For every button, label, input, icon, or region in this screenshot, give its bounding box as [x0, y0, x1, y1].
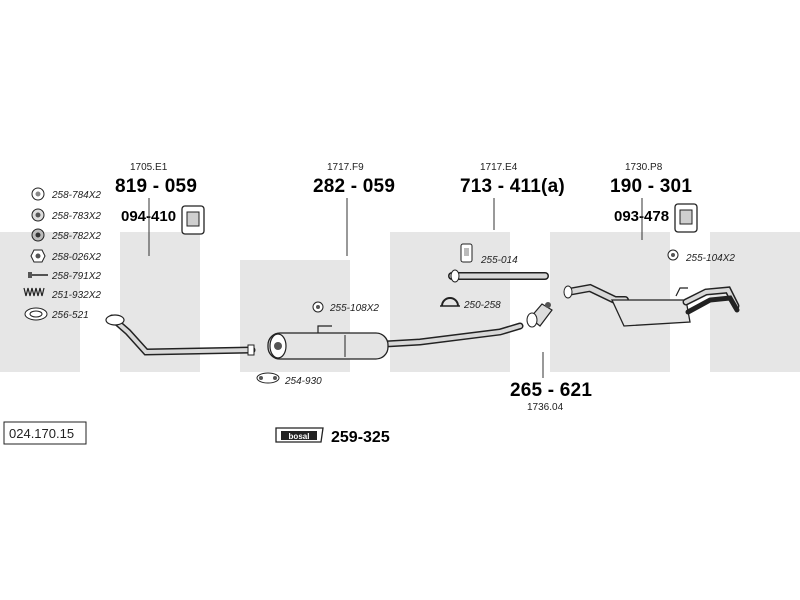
pipe-clamp-icon: [440, 297, 460, 307]
accessory-label[interactable]: 255-014: [480, 255, 518, 266]
assembly-kit-number[interactable]: 259-325: [331, 429, 390, 446]
catalog-number[interactable]: 024.170.15: [9, 426, 74, 441]
accessory-label[interactable]: 254-930: [284, 376, 322, 387]
assembly-1-ref: 1705.E1: [130, 162, 168, 173]
nut-ring-icon: [31, 187, 45, 201]
clamp-bracket-icon: [460, 243, 473, 263]
assembly-2-part-number[interactable]: 282 - 059: [313, 176, 395, 197]
assembly-5-ref: 1736.04: [527, 402, 564, 413]
flange-icon: [105, 314, 125, 326]
accessory-label[interactable]: 256-521: [51, 310, 89, 321]
accessory-label[interactable]: 258-782X2: [51, 231, 101, 242]
accessory-column: 258-784X2 258-783X2 258-782X2 258-026X2 …: [23, 187, 101, 321]
intermediate-pipe[interactable]: [448, 269, 549, 283]
assembly-kit-badge[interactable]: bosal: [275, 427, 324, 443]
bolt-icon: [28, 272, 48, 278]
assembly-3-ref: 1717.E4: [480, 162, 518, 173]
accessory-label[interactable]: 255-108X2: [329, 303, 379, 314]
gasket-icon: [256, 372, 280, 384]
rear-muffler[interactable]: [563, 283, 740, 327]
rubber-mount-icon: [181, 205, 205, 235]
spring-icon: [23, 287, 45, 297]
front-pipe[interactable]: [105, 314, 256, 356]
hanger-clamp-icon: [667, 249, 679, 261]
connector-pipe[interactable]: [526, 302, 553, 328]
hanger-clamp-icon: [312, 301, 324, 313]
gasket-ring-icon: [24, 307, 48, 321]
accessory-label[interactable]: 258-791X2: [51, 271, 101, 282]
accessory-label[interactable]: 258-026X2: [51, 252, 101, 263]
assembly-4-part-number[interactable]: 190 - 301: [610, 176, 692, 197]
hex-nut-icon: [30, 249, 46, 263]
nut-ring-icon: [31, 228, 45, 242]
accessory-label[interactable]: 258-784X2: [51, 190, 101, 201]
accessory-label[interactable]: 251-932X2: [51, 290, 101, 301]
brand-badge-text: bosal: [289, 432, 310, 441]
assembly-2-ref: 1717.F9: [327, 162, 364, 173]
assembly-1-part-number[interactable]: 819 - 059: [115, 176, 197, 197]
accessory-label[interactable]: 250-258: [463, 300, 501, 311]
accessory-label[interactable]: 255-104X2: [685, 253, 735, 264]
assembly-5-part-number[interactable]: 265 - 621: [510, 380, 592, 401]
catalog-number-box: [3, 421, 87, 445]
rubber-mount-icon: [674, 203, 698, 233]
center-muffler[interactable]: [267, 322, 524, 360]
assembly-4-ref: 1730.P8: [625, 162, 663, 173]
nut-ring-icon: [31, 208, 45, 222]
accessory-label[interactable]: 258-783X2: [51, 211, 101, 222]
assembly-3-part-number[interactable]: 713 - 411(a): [460, 176, 565, 197]
